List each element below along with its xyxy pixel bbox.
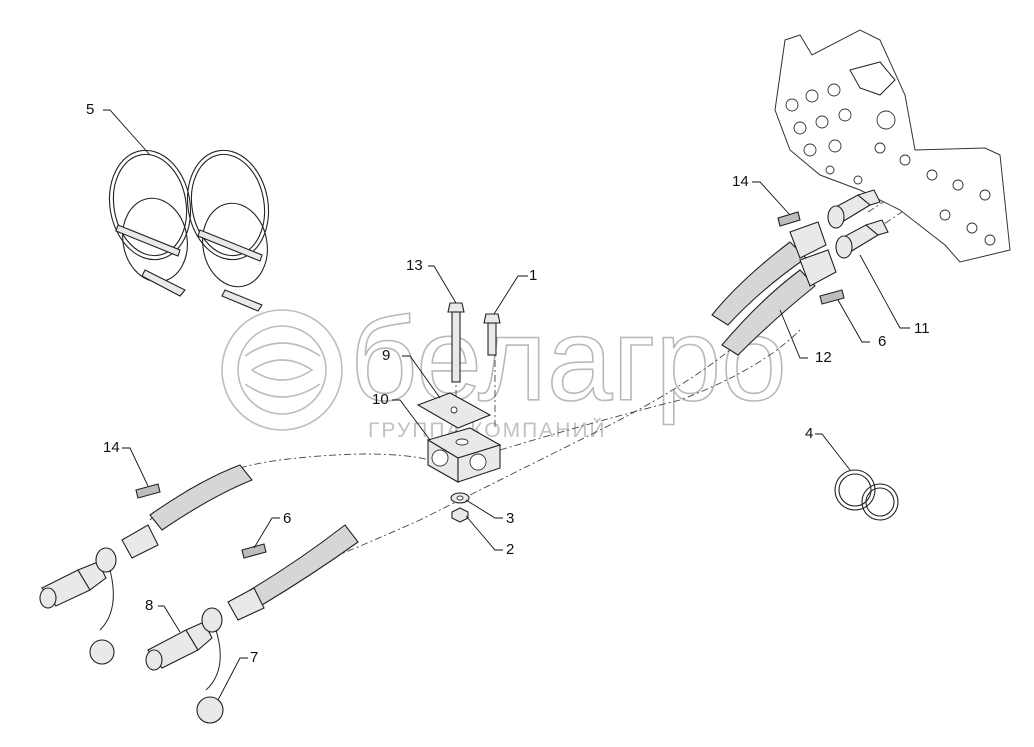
nut (451, 507, 469, 523)
hose-lower-left-upper (121, 464, 253, 559)
watermark: белагро ГРУППА КОМПАНИЙ (221, 293, 788, 442)
bolt-long (447, 302, 465, 383)
callouts: 5 13 1 9 10 14 6 11 12 4 3 2 14 6 8 7 (86, 101, 930, 666)
callout-4: 4 (805, 425, 813, 442)
clamp-block (426, 427, 502, 483)
coupling-lower-left (39, 547, 117, 665)
callout-9: 11 (914, 320, 930, 337)
callout-8: 8 (145, 597, 153, 614)
callout-2: 2 (506, 541, 514, 558)
cable-ties (108, 149, 270, 312)
callout-5: 5 (86, 101, 94, 118)
hose-upper-right-2 (721, 249, 837, 356)
washer (450, 492, 470, 504)
watermark-logo-icon (221, 309, 343, 431)
adapter-lower (835, 219, 889, 259)
callout-13: 13 (406, 257, 423, 274)
mounting-plate (774, 29, 1011, 263)
callout-11: 10 (372, 391, 389, 408)
callout-6-upper: 6 (878, 333, 886, 350)
callout-6-lower: 6 (283, 510, 291, 527)
callout-3: 3 (506, 510, 514, 527)
callout-10: 9 (382, 347, 390, 364)
adapter-upper (827, 189, 881, 229)
callout-1: 1 (529, 267, 537, 284)
hose-lower-middle (227, 524, 359, 621)
tag-upper-6 (819, 289, 845, 305)
coupling-lower-middle (145, 607, 224, 724)
callout-14-upper: 14 (732, 173, 749, 190)
callout-7: 7 (250, 649, 258, 666)
hose-upper-right (711, 221, 827, 326)
callout-12: 12 (815, 349, 832, 366)
o-rings (834, 469, 899, 521)
callout-14-lower: 14 (103, 439, 120, 456)
tag-upper-14 (777, 211, 801, 227)
leader-lines (103, 109, 910, 701)
